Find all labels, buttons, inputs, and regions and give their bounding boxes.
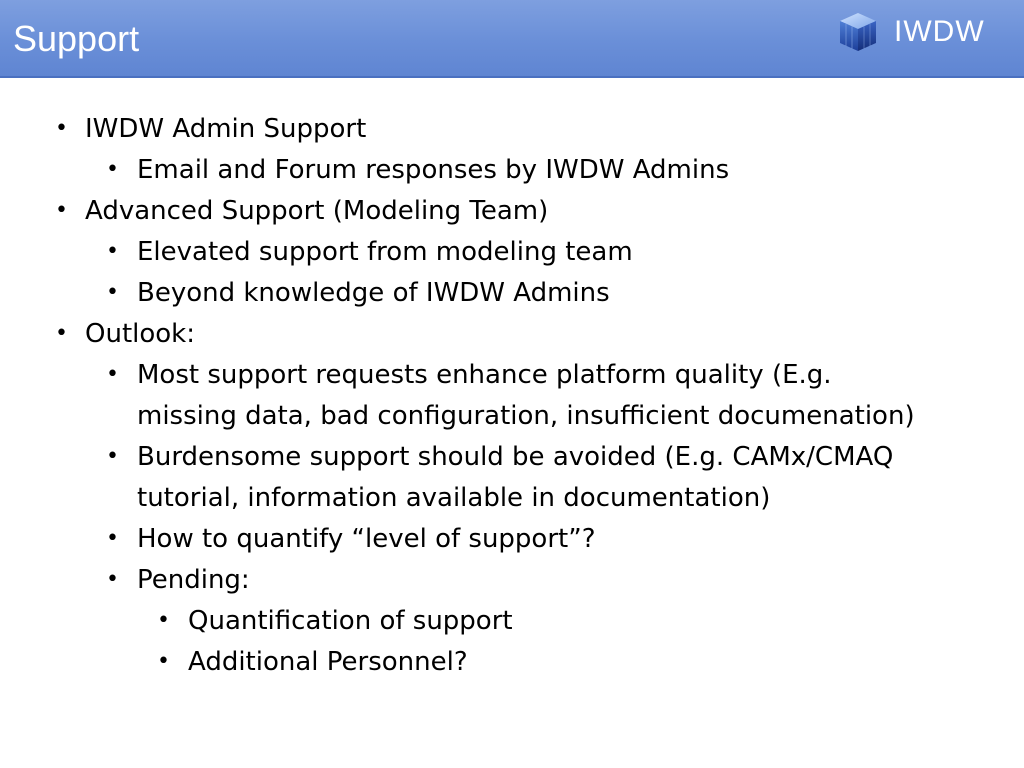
cube-icon [840, 13, 876, 51]
bullet-marker: • [55, 116, 68, 141]
bullet-item: Most support requests enhance platform q… [137, 360, 832, 390]
bullet-item: Beyond knowledge of IWDW Admins [137, 278, 610, 308]
bullet-marker: • [55, 198, 68, 223]
bullet-item: Elevated support from modeling team [137, 237, 633, 267]
bullet-item: IWDW Admin Support [85, 114, 367, 144]
bullet-marker: • [157, 608, 170, 633]
iwdw-logo: IWDW [836, 10, 985, 54]
bullet-item: Email and Forum responses by IWDW Admins [137, 155, 730, 185]
bullet-item: Outlook: [85, 319, 195, 349]
bullet-item: Pending: [137, 565, 250, 595]
slide-title: Support [13, 18, 140, 59]
bullet-marker: • [106, 362, 119, 387]
bullet-item: Burdensome support should be avoided (E.… [137, 442, 894, 472]
bullet-item: How to quantify “level of support”? [137, 524, 596, 554]
bullet-item-continuation: missing data, bad configuration, insuffi… [137, 401, 915, 431]
bullet-marker: • [106, 444, 119, 469]
bullet-item: Advanced Support (Modeling Team) [85, 196, 549, 226]
bullet-marker: • [106, 280, 119, 305]
bullet-item: Quantification of support [188, 606, 513, 636]
bullet-marker: • [106, 526, 119, 551]
bullet-marker: • [157, 649, 170, 674]
bullet-marker: • [55, 321, 68, 346]
bullet-item: Additional Personnel? [188, 647, 468, 677]
bullet-item-continuation: tutorial, information available in docum… [137, 483, 771, 513]
bullet-marker: • [106, 239, 119, 264]
slide-header: Support [0, 0, 1024, 78]
logo-text: IWDW [894, 15, 985, 48]
bullet-marker: • [106, 567, 119, 592]
bullet-marker: • [106, 157, 119, 182]
